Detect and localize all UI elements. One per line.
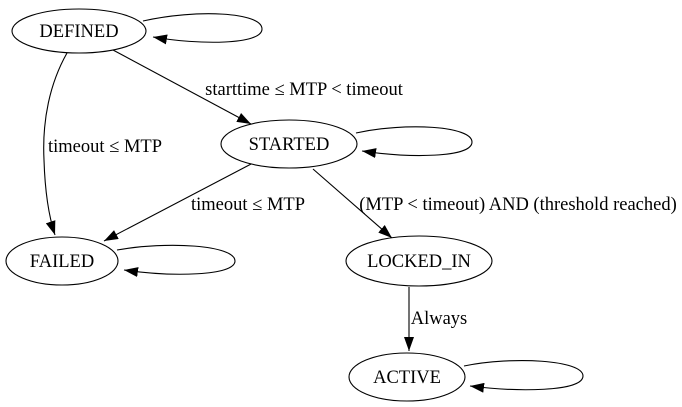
state-ellipse-locked-in [345, 235, 493, 287]
state-ellipse-started [220, 119, 358, 169]
self-loop-started [355, 126, 473, 159]
edge-label-defined-to-started: starttime ≤ MTP < timeout [205, 80, 404, 100]
edge-locked-in-to-active: Always [404, 287, 468, 351]
edge-label-locked-in-to-active: Always [411, 309, 468, 329]
state-ellipse-defined [11, 8, 147, 54]
edge-started-to-locked-in: (MTP < timeout) AND (threshold reached) [312, 168, 677, 239]
self-loop-defined [142, 13, 263, 45]
state-node-failed: FAILED [5, 236, 119, 286]
state-label-failed: FAILED [30, 252, 94, 272]
edge-started-to-failed-line [103, 162, 254, 242]
edge-defined-to-failed: timeout ≤ MTP [43, 52, 162, 236]
state-label-defined: DEFINED [39, 22, 118, 42]
edge-label-started-to-locked-in: (MTP < timeout) AND (threshold reached) [359, 195, 677, 215]
edge-defined-to-failed-line [43, 52, 68, 236]
edge-defined-to-started-line [112, 49, 252, 125]
self-loop-failed [116, 244, 236, 277]
state-node-active: ACTIVE [348, 352, 466, 402]
edge-label-defined-to-failed: timeout ≤ MTP [48, 137, 162, 157]
state-ellipse-failed [5, 236, 119, 286]
edge-label-started-to-failed: timeout ≤ MTP [191, 195, 305, 215]
state-label-locked-in: LOCKED_IN [367, 252, 471, 272]
state-label-started: STARTED [249, 135, 330, 155]
self-loop-active [463, 360, 584, 393]
state-label-active: ACTIVE [373, 368, 441, 388]
edge-started-to-failed: timeout ≤ MTP [103, 162, 305, 242]
edge-started-to-locked-in-line [312, 168, 393, 239]
state-ellipse-active [348, 352, 466, 402]
state-node-started: STARTED [220, 119, 358, 169]
state-node-defined: DEFINED [11, 8, 147, 54]
state-node-locked-in: LOCKED_IN [345, 235, 493, 287]
edge-defined-to-started: starttime ≤ MTP < timeout [112, 49, 404, 125]
